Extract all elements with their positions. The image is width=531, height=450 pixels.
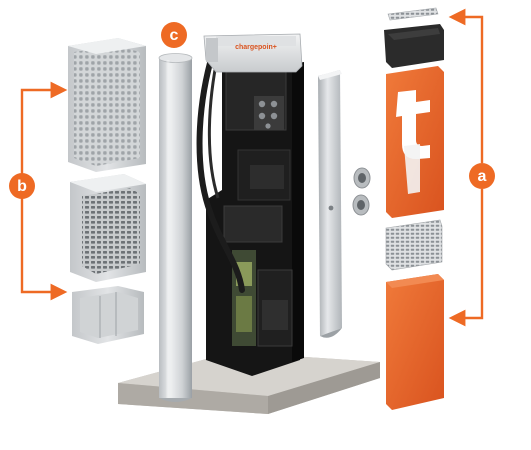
callout-b-letter: b <box>17 178 27 195</box>
left-cylinder-column <box>158 53 193 402</box>
brand-logo: chargepoin+ <box>235 44 277 51</box>
upper-vent-panel <box>68 38 146 172</box>
charging-tower: chargepoin+ <box>196 33 304 376</box>
holster-fittings <box>352 167 371 216</box>
callout-c-badge: c <box>161 22 187 48</box>
callout-b-connector <box>20 81 68 301</box>
lower-orange-panel <box>386 274 444 410</box>
mid-grille-panel <box>385 219 443 271</box>
callout-b-badge: b <box>9 173 35 199</box>
orange-logo-panel <box>386 66 444 218</box>
right-side-column <box>318 70 342 338</box>
middle-vent-panel <box>70 174 146 282</box>
lower-vent-panel <box>72 286 144 344</box>
callout-a-badge: a <box>469 163 495 189</box>
callout-a-letter: a <box>478 168 487 185</box>
callout-c-letter: c <box>170 27 179 44</box>
callout-a-connector <box>448 8 484 327</box>
top-cap-grille <box>387 7 439 21</box>
top-display-panel <box>384 24 444 68</box>
